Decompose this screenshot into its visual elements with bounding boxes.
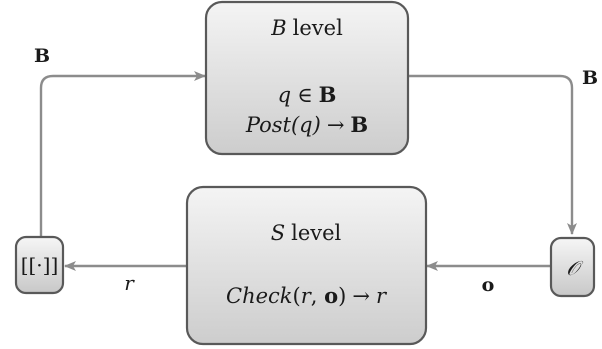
edge-b-level-to-oracle (408, 74, 577, 235)
b-level-membership: q∈B (278, 82, 337, 107)
edge-label-oracle-to-s: o (482, 274, 495, 296)
oracle-node: 𝒪 (549, 236, 596, 298)
semantics-node: [[·]] (14, 235, 65, 295)
edge-semantics-to-b-level (39, 71, 206, 236)
s-level-check-rule: Check(r, o)→r (226, 283, 388, 308)
edge-label-b-to-oracle: B (582, 67, 598, 89)
semantics-node-label: [[·]] (21, 253, 59, 277)
edge-label-semantics-to-b: B (34, 45, 50, 67)
edge-label-s-to-semantics: r (124, 271, 135, 295)
b-level-post-rule: Post(q)→B (245, 112, 368, 137)
